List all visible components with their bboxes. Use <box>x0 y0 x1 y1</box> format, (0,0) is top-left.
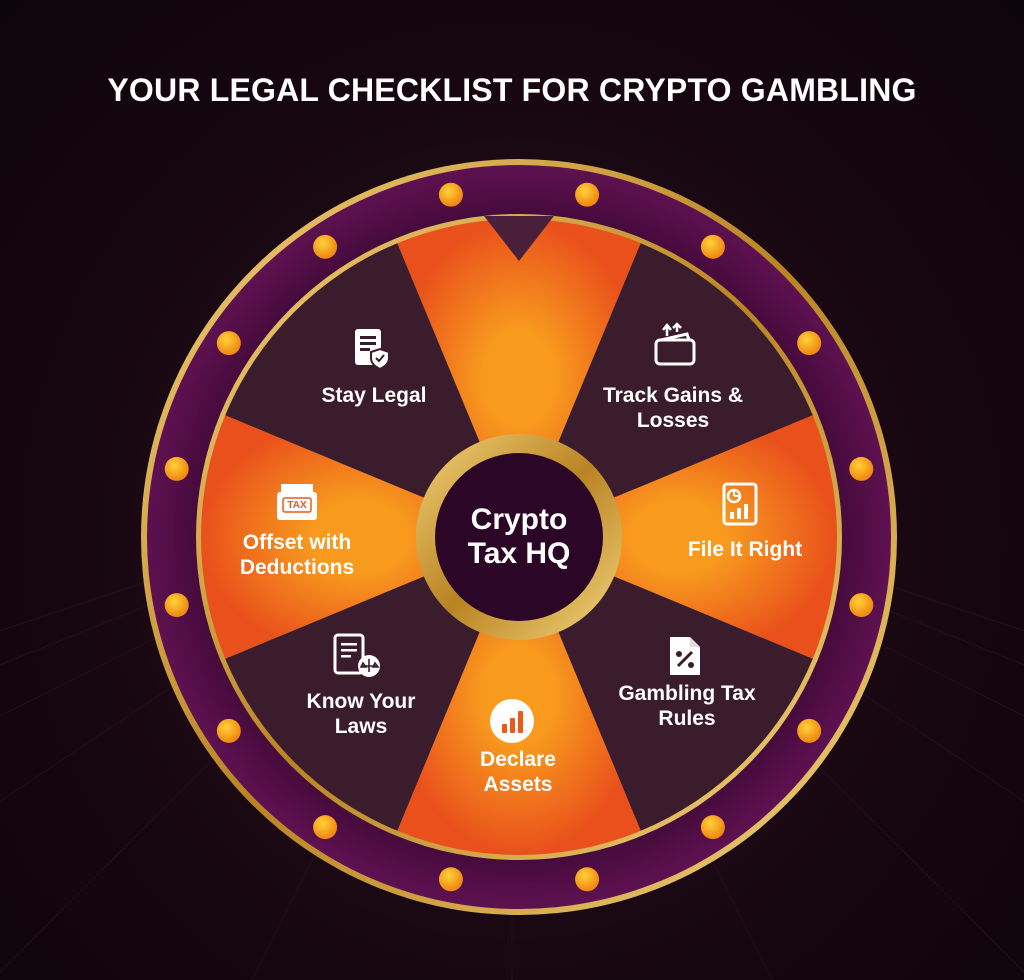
hub-center <box>435 453 603 621</box>
segment-label: Know Your <box>306 690 416 713</box>
hub-line-2: Tax HQ <box>467 537 571 570</box>
segment-stay-legal: Stay Legal <box>274 383 474 408</box>
rim-light-bulb <box>575 867 600 892</box>
rim-light-bulb <box>797 331 822 356</box>
bar-chart-circle-icon <box>490 699 534 743</box>
tax-folder-icon: TAX <box>275 482 319 522</box>
segment-track-gains-losses: Track Gains &Losses <box>573 383 773 433</box>
rim-light-bulb <box>700 234 725 259</box>
dark-wedge <box>225 537 520 831</box>
rim-light-bulb <box>164 593 189 618</box>
segment-label: Assets <box>483 773 553 796</box>
segment-label: Rules <box>658 707 716 730</box>
law-document-icon <box>333 633 380 677</box>
report-chart-icon <box>722 482 758 526</box>
segment-label: Stay Legal <box>321 384 427 407</box>
segment-file-it-right: File It Right <box>645 537 845 562</box>
rim-light-bulb <box>313 815 338 840</box>
pointer-notch <box>484 216 554 261</box>
rim-light-bulb <box>700 815 725 840</box>
wallet-arrows-icon <box>654 322 696 366</box>
hub-label: Crypto Tax HQ <box>439 503 599 571</box>
segment-label: Deductions <box>239 556 355 579</box>
rim-light-bulb <box>313 234 338 259</box>
rim-light-bulb <box>849 593 874 618</box>
segment-label: Offset with <box>242 531 352 554</box>
rim-light-bulb <box>575 182 600 207</box>
rim-light-bulb <box>438 182 463 207</box>
segment-label: File It Right <box>687 538 803 561</box>
dark-wedge <box>519 537 813 831</box>
dark-wedge <box>225 243 520 538</box>
segment-label: Gambling Tax <box>618 682 756 705</box>
segment-label: Track Gains & <box>602 384 744 407</box>
rim-light-bulb <box>438 867 463 892</box>
tax-icon-text: TAX <box>287 500 307 511</box>
page-title: YOUR LEGAL CHECKLIST FOR CRYPTO GAMBLING <box>107 72 917 108</box>
rim-light-bulb <box>164 456 189 481</box>
rim-light-bulb <box>216 718 241 743</box>
rim-light-bulb <box>216 331 241 356</box>
segment-label: Losses <box>636 409 710 432</box>
rim-light-bulb <box>849 456 874 481</box>
orange-wedge <box>519 415 837 659</box>
orange-wedge <box>201 415 520 659</box>
document-shield-icon <box>355 329 390 371</box>
segment-label: Laws <box>334 715 388 738</box>
segment-label: Declare <box>480 748 556 771</box>
dark-wedge <box>519 243 813 538</box>
rim-light-bulb <box>797 718 822 743</box>
orange-wedge <box>397 537 641 855</box>
orange-wedge <box>397 219 641 537</box>
hub-line-1: Crypto <box>470 503 568 536</box>
percent-document-icon <box>670 637 700 675</box>
